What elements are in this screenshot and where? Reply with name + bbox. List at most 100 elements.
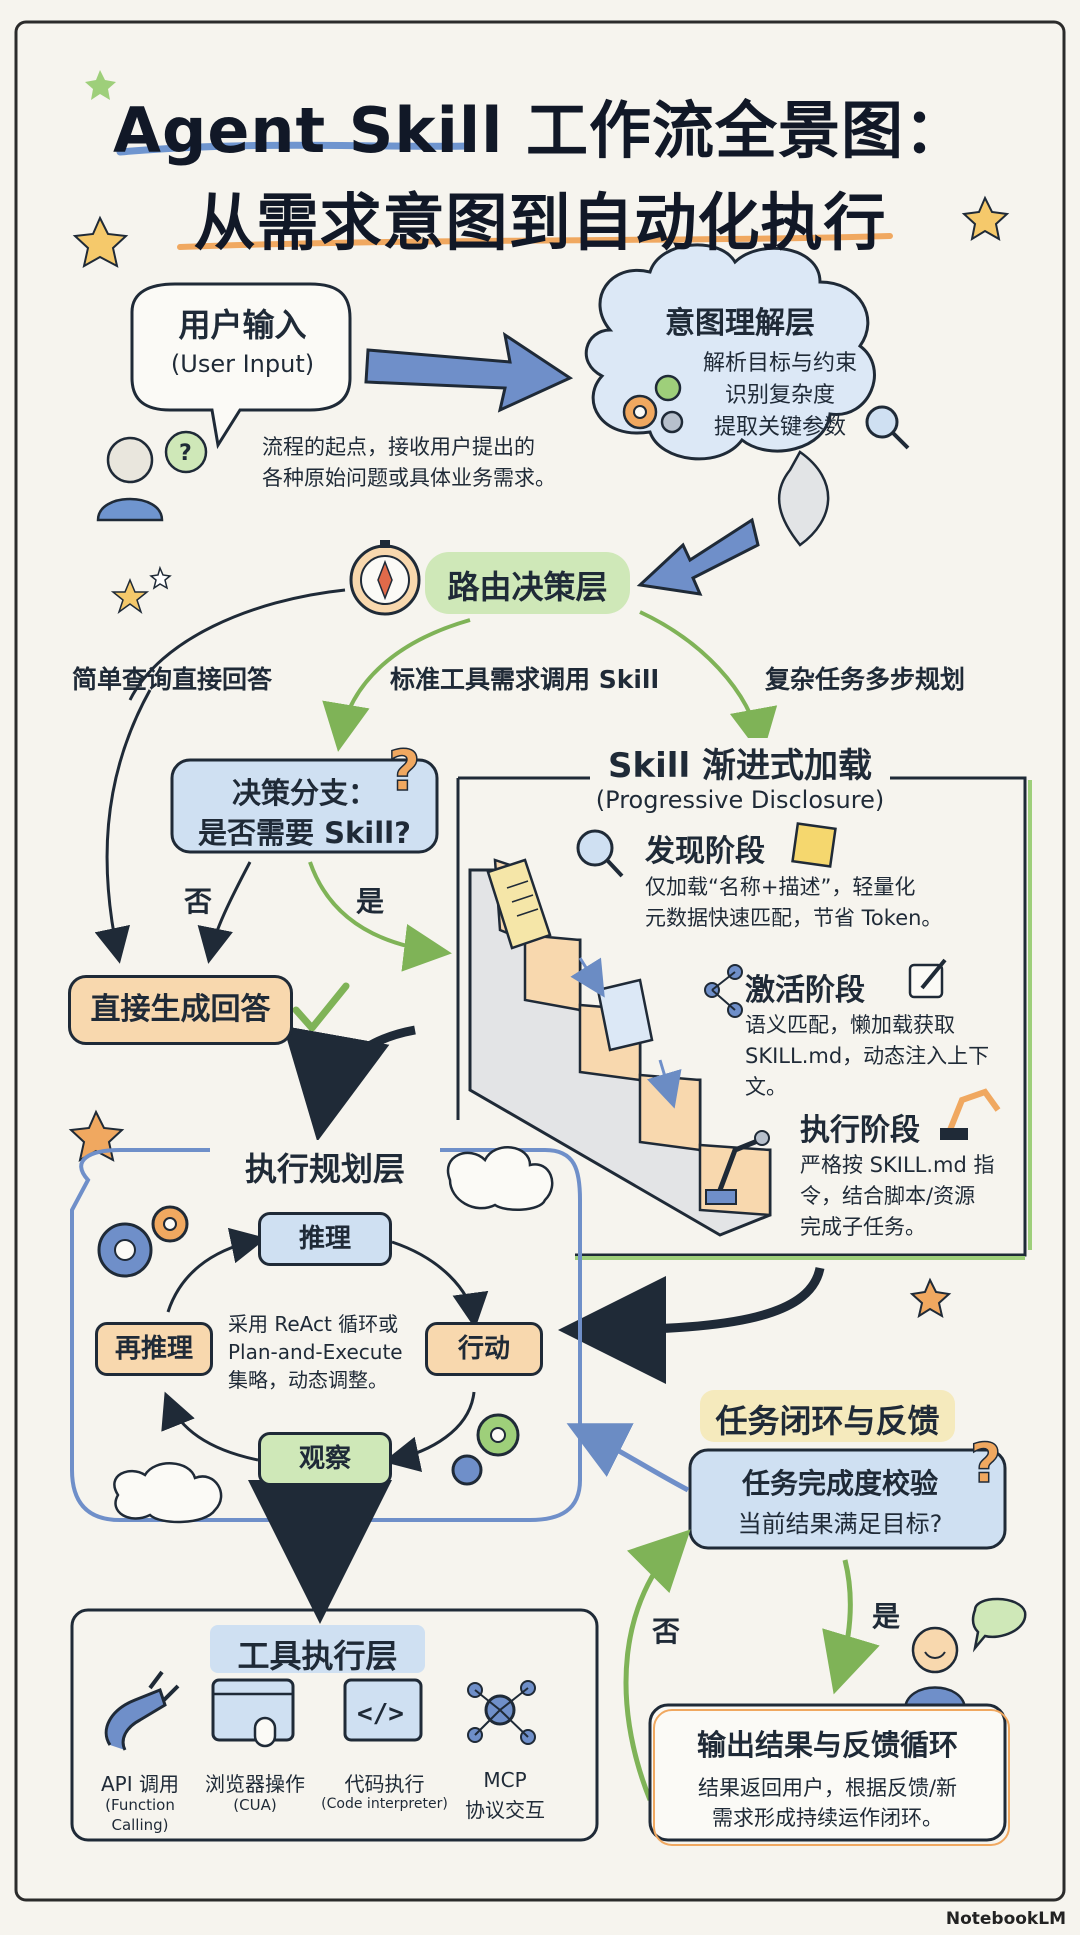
- user-input-title: 用户输入: [178, 306, 307, 344]
- question-mark-icon: ?: [388, 739, 420, 804]
- branch-simple-label: 简单查询直接回答: [72, 665, 273, 694]
- skill-loading-title: Skill 渐进式加载: [590, 738, 890, 787]
- decision-line1: 决策分支：: [231, 776, 377, 810]
- direct-answer-box: 直接生成回答: [68, 975, 293, 1045]
- arrow-standard: [322, 618, 471, 752]
- scroll-icon: [486, 858, 552, 950]
- tools-frame: [70, 1608, 599, 1842]
- stage-execution-line1: 严格按 SKILL.md 指: [800, 1153, 995, 1177]
- output-title: 输出结果与反馈循环: [696, 1728, 958, 1762]
- feedback-no-label: 否: [652, 1615, 681, 1648]
- intent-item-3: 提取关键参数: [713, 415, 846, 440]
- planning-center-line1: 采用 ReAct 循环或: [228, 1312, 399, 1336]
- magnifier-icon: [576, 829, 614, 867]
- tool-browser-sub1: (CUA): [233, 1796, 277, 1814]
- router-highlight: [425, 552, 630, 614]
- chat-bubble-icon: [971, 1597, 1027, 1653]
- tool-code-sub1: (Code interpreter): [321, 1796, 448, 1812]
- tools-title: 工具执行层: [237, 1637, 398, 1675]
- arrow-skill-to-planning: [558, 1266, 825, 1384]
- sticky-note-icon: [791, 822, 837, 868]
- robot-arm-icon: [947, 1088, 1001, 1132]
- output-line2: 需求形成持续运作闭环。: [712, 1806, 943, 1830]
- title-underline-orange: [177, 233, 893, 250]
- observe-node: 观察: [258, 1432, 392, 1486]
- page-title-line2: 从需求意图到自动化执行: [193, 186, 887, 259]
- intent-item-2: 识别复杂度: [724, 383, 835, 408]
- gear-icon: [660, 410, 684, 434]
- check-icon: [292, 982, 350, 1032]
- rethink-node: 再推理: [95, 1322, 213, 1376]
- smiling-user-avatar: [911, 1626, 959, 1674]
- gear-icon: [654, 374, 682, 402]
- intent-cloud: [584, 243, 876, 461]
- intent-item-1: 解析目标与约束: [702, 351, 857, 376]
- magnifier-icon: [865, 405, 899, 439]
- planning-center-line2: Plan-and-Execute: [228, 1340, 403, 1364]
- arrow-yes-down: [822, 1559, 880, 1695]
- document-icon: [596, 978, 654, 1052]
- skill-loading-subtitle: (Progressive Disclosure): [595, 786, 885, 814]
- arrow-yes: [308, 861, 452, 972]
- stage-activation-title: 激活阶段: [745, 973, 865, 1008]
- branch-complex-label: 复杂任务多步规划: [765, 665, 966, 694]
- stage-discovery-line1: 仅加载“名称+描述”，轻量化: [645, 875, 916, 899]
- question-bubble-icon: [164, 430, 208, 474]
- plug-icon: [104, 1670, 180, 1751]
- user-input-bubble: [130, 282, 352, 450]
- user-avatar: [106, 436, 154, 484]
- question-mark-icon: ?: [970, 1432, 1001, 1495]
- check-box: [688, 1448, 1007, 1550]
- user-input-desc-line1: 流程的起点，接收用户提出的: [262, 435, 535, 459]
- tool-api-label: API 调用: [101, 1772, 179, 1796]
- brand-logo: NotebookLM: [945, 1909, 1066, 1929]
- check-line2: 当前结果满足目标?: [737, 1510, 943, 1538]
- star-icon: [909, 1277, 952, 1319]
- output-line1: 结果返回用户，根据反馈/新: [697, 1776, 958, 1800]
- stage-activation-line3: 文。: [745, 1075, 787, 1099]
- feedback-yes-label: 是: [872, 1600, 901, 1633]
- arrow-to-planning: [283, 1025, 416, 1142]
- star-icon: [85, 70, 116, 100]
- tool-mcp-label: MCP: [483, 1768, 527, 1792]
- user-input-subtitle: (User Input): [170, 350, 315, 378]
- stage-discovery-title: 发现阶段: [645, 834, 765, 869]
- code-icon: </>: [343, 1678, 423, 1742]
- decision-line2: 是否需要 Skill?: [198, 816, 411, 850]
- stage-execution-title: 执行阶段: [800, 1113, 920, 1148]
- gear-icon: [451, 1454, 483, 1486]
- arrow-no: [197, 861, 252, 964]
- stage-discovery-line2: 元数据快速匹配，节省 Token。: [645, 906, 943, 930]
- tool-api-sub1: (Function: [105, 1796, 175, 1814]
- robot-arm-icon: [717, 1137, 761, 1191]
- page-title-line1: Agent Skill 工作流全景图：: [112, 94, 967, 167]
- decision-no-label: 否: [184, 885, 213, 918]
- tool-browser-label: 浏览器操作: [205, 1772, 305, 1796]
- page-frame: [14, 20, 1066, 1902]
- arrow-to-intent: [364, 331, 574, 413]
- act-node: 行动: [425, 1322, 543, 1376]
- planning-frame: [70, 1148, 582, 1522]
- planning-title: 执行规划层: [244, 1150, 405, 1188]
- star-icon: [961, 195, 1010, 242]
- title-underline-blue: [116, 141, 474, 156]
- arrow-no-loop: [623, 1529, 691, 1801]
- svg-text:</>: </>: [357, 1699, 404, 1729]
- feedback-title: 任务闭环与反馈: [715, 1402, 940, 1440]
- star-icon: [110, 578, 150, 614]
- router-title: 路由决策层: [447, 568, 608, 606]
- network-icon: [467, 1680, 536, 1745]
- check-line1: 任务完成度校验: [741, 1467, 938, 1500]
- browser-icon: [211, 1678, 295, 1748]
- stage-execution-line3: 完成子任务。: [800, 1215, 926, 1239]
- tool-code-label: 代码执行: [344, 1772, 425, 1796]
- arrow-to-router: [636, 517, 760, 596]
- star-icon: [149, 565, 172, 590]
- star-icon: [72, 215, 129, 268]
- svg-text:?: ?: [179, 441, 192, 466]
- stage-activation-line2: SKILL.md，动态注入上下: [745, 1044, 990, 1068]
- stage-activation-line1: 语义匹配，懒加载获取: [745, 1013, 955, 1037]
- reason-node: 推理: [258, 1212, 392, 1266]
